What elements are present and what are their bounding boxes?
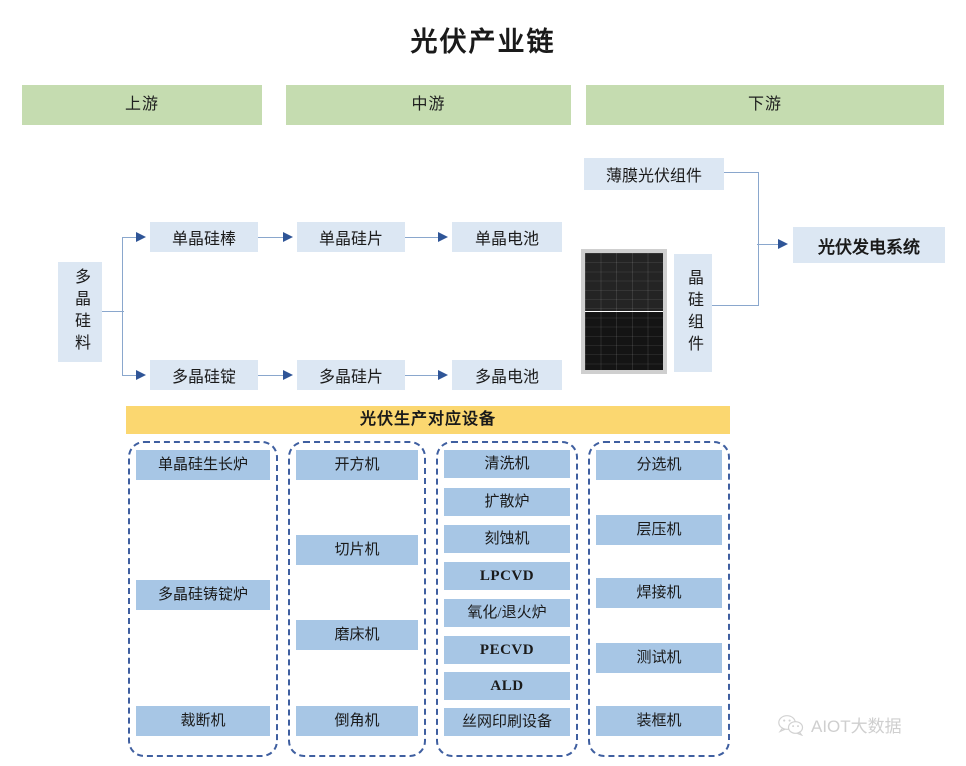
flow-node-thin-film-module: 薄膜光伏组件 <box>584 158 724 190</box>
arrowhead-mono-wafer <box>283 231 293 242</box>
connector-source-riser <box>122 237 124 375</box>
equipment-item-cleaning-machine: 清洗机 <box>444 450 570 478</box>
equipment-item-testing-machine: 测试机 <box>596 643 722 673</box>
equipment-item-grinding-machine: 磨床机 <box>296 620 418 650</box>
arrowhead-poly-wafer <box>283 369 293 380</box>
flow-node-mono-wafer: 单晶硅片 <box>297 222 405 252</box>
connector-to-poly-ingot <box>122 375 140 377</box>
connector-merge-to-system <box>757 244 781 246</box>
stage-header-downstream: 下游 <box>586 85 944 125</box>
equipment-item-lpcvd: LPCVD <box>444 562 570 590</box>
flow-node-mono-ingot: 单晶硅棒 <box>150 222 258 252</box>
flow-node-mono-cell: 单晶电池 <box>452 222 562 252</box>
connector-to-mono-ingot <box>122 237 140 239</box>
equipment-group-ingot-growth <box>128 441 278 757</box>
flow-node-poly-ingot: 多晶硅锭 <box>150 360 258 390</box>
equipment-item-poly-casting-furnace: 多晶硅铸锭炉 <box>136 580 270 610</box>
equipment-banner: 光伏生产对应设备 <box>126 406 730 434</box>
equipment-item-pecvd: PECVD <box>444 636 570 664</box>
equipment-item-welding-machine: 焊接机 <box>596 578 722 608</box>
equipment-item-screen-printing-equipment: 丝网印刷设备 <box>444 708 570 736</box>
connector-mono-wafer-to-cell <box>405 237 441 239</box>
watermark: AIOT大数据 <box>778 712 902 737</box>
equipment-item-ald: ALD <box>444 672 570 700</box>
equipment-group-wafer <box>288 441 426 757</box>
page-title: 光伏产业链 <box>410 27 556 57</box>
connector-poly-ingot-to-wafer <box>258 375 286 377</box>
flow-node-polysilicon-material: 多晶硅料 <box>58 262 102 362</box>
connector-thinfilm-out <box>724 172 759 174</box>
equipment-item-laminator: 层压机 <box>596 515 722 545</box>
equipment-group-module <box>588 441 730 757</box>
watermark-label: AIOT大数据 <box>811 717 902 736</box>
connector-poly-wafer-to-cell <box>405 375 441 377</box>
solar-panel-photo <box>581 249 667 374</box>
arrowhead-poly-cell <box>438 369 448 380</box>
equipment-item-mono-growth-furnace: 单晶硅生长炉 <box>136 450 270 480</box>
equipment-item-etching-machine: 刻蚀机 <box>444 525 570 553</box>
arrowhead-to-mono-ingot <box>136 231 146 242</box>
flow-node-pv-power-system: 光伏发电系统 <box>793 227 945 263</box>
flow-node-poly-cell: 多晶电池 <box>452 360 562 390</box>
equipment-item-squaring-machine: 开方机 <box>296 450 418 480</box>
connector-source-stub <box>102 311 124 313</box>
arrowhead-to-pv-system <box>778 238 788 249</box>
stage-header-upstream: 上游 <box>22 85 262 125</box>
connector-crystalline-out <box>712 305 759 307</box>
equipment-item-oxidation-annealing-furnace: 氧化/退火炉 <box>444 599 570 627</box>
equipment-item-framing-machine: 装框机 <box>596 706 722 736</box>
equipment-item-diffusion-furnace: 扩散炉 <box>444 488 570 516</box>
equipment-item-chamfering-machine: 倒角机 <box>296 706 418 736</box>
connector-modules-merge <box>757 172 759 305</box>
flow-node-crystalline-silicon-module: 晶硅组件 <box>674 254 712 372</box>
equipment-item-sorting-machine: 分选机 <box>596 450 722 480</box>
arrowhead-to-poly-ingot <box>136 369 146 380</box>
solar-panel-cells <box>585 253 663 370</box>
equipment-item-slicing-machine: 切片机 <box>296 535 418 565</box>
flow-node-poly-wafer: 多晶硅片 <box>297 360 405 390</box>
connector-mono-ingot-to-wafer <box>258 237 286 239</box>
stage-header-midstream: 中游 <box>286 85 571 125</box>
arrowhead-mono-cell <box>438 231 448 242</box>
equipment-group-cell <box>436 441 578 757</box>
wechat-icon <box>778 714 804 736</box>
equipment-item-cutting-machine: 裁断机 <box>136 706 270 736</box>
